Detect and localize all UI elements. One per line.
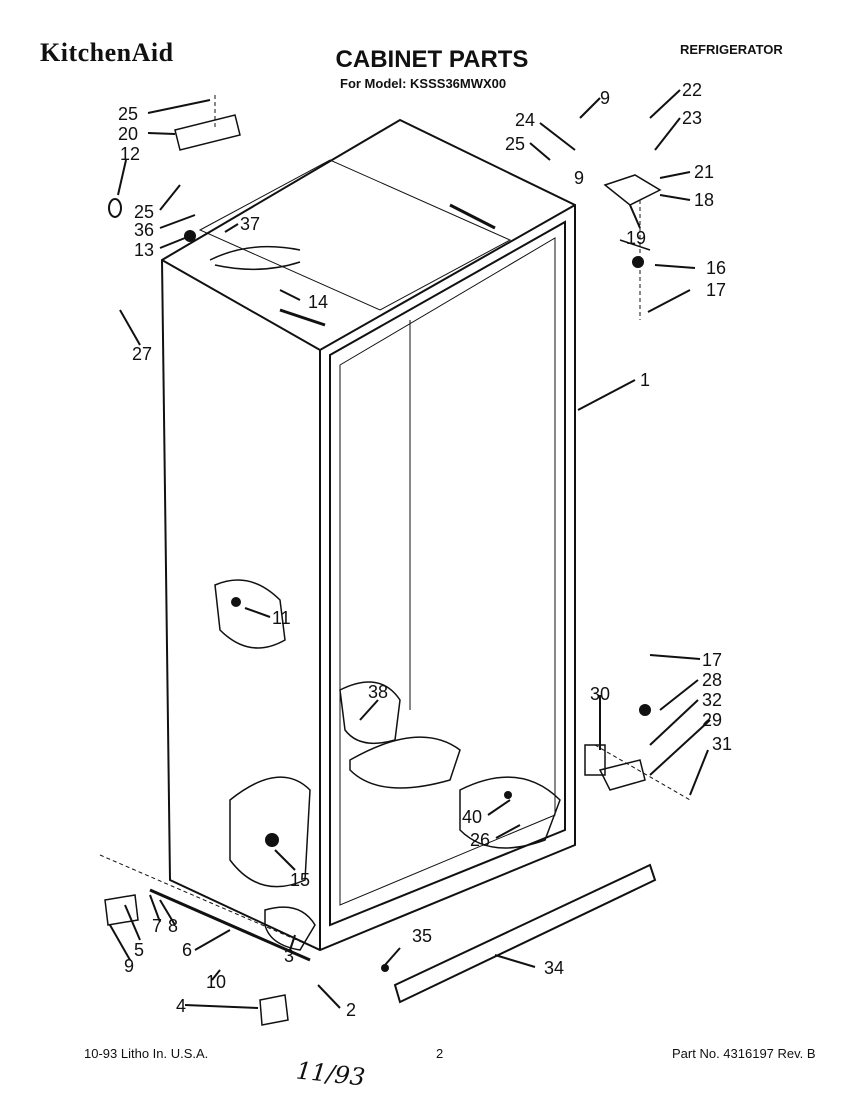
callout-label: 12 xyxy=(120,144,140,164)
callout-label: 19 xyxy=(626,228,646,248)
cabinet-outline xyxy=(160,118,576,952)
callout-label: 11 xyxy=(272,608,291,628)
callout-label: 18 xyxy=(694,190,714,210)
callout-label: 1 xyxy=(640,370,650,390)
callout-label: 16 xyxy=(706,258,726,278)
page-title: CABINET PARTS xyxy=(335,46,529,73)
callout-label: 27 xyxy=(132,344,152,364)
base-grille-part-34 xyxy=(393,863,657,1004)
callout-label: 15 xyxy=(290,870,310,890)
callout-label: 6 xyxy=(182,940,192,960)
callout-label: 2 xyxy=(346,1000,356,1020)
callout-label: 25 xyxy=(134,202,154,222)
callout-label: 36 xyxy=(134,220,154,240)
callout-label: 32 xyxy=(702,690,722,710)
callout-label: 10 xyxy=(206,972,226,992)
callout-label: 14 xyxy=(308,292,328,312)
callout-label: 3 xyxy=(284,946,294,966)
callout-label: 22 xyxy=(682,80,702,100)
callout-label: 26 xyxy=(470,830,490,850)
cabinet-top-edge xyxy=(161,204,576,352)
footer-page-number: 2 xyxy=(436,1046,444,1061)
category-label: REFRIGERATOR xyxy=(680,42,783,57)
callout-label: 28 xyxy=(702,670,722,690)
callout-label: 5 xyxy=(134,940,144,960)
callout-label: 21 xyxy=(694,162,714,182)
callout-label: 9 xyxy=(574,168,584,188)
footer-part-number: Part No. 4316197 Rev. B xyxy=(672,1046,816,1061)
callout-label: 23 xyxy=(682,108,702,128)
callout-label: 34 xyxy=(544,958,564,978)
callout-label: 13 xyxy=(134,240,154,260)
callout-label: 30 xyxy=(590,684,610,704)
brand-logo: KitchenAid xyxy=(40,38,174,67)
callout-label: 7 xyxy=(152,916,162,936)
callout-label: 9 xyxy=(124,956,134,976)
callout-label: 35 xyxy=(412,926,432,946)
callout-label: 4 xyxy=(176,996,186,1016)
callout-label: 29 xyxy=(702,710,722,730)
footer-litho: 10-93 Litho In. U.S.A. xyxy=(84,1046,209,1061)
callout-label: 37 xyxy=(240,214,260,234)
callout-label: 9 xyxy=(600,88,610,108)
callout-label: 25 xyxy=(505,134,525,154)
callout-label: 31 xyxy=(712,734,732,754)
callout-label: 24 xyxy=(515,110,535,130)
callout-label: 40 xyxy=(462,807,482,827)
cabinet-front-opening xyxy=(329,220,566,927)
callout-label: 20 xyxy=(118,124,138,144)
callout-label: 25 xyxy=(118,104,138,124)
model-line: For Model: KSSS36MWX00 xyxy=(340,76,507,91)
callout-label: 8 xyxy=(168,916,178,936)
callout-label: 17 xyxy=(706,280,726,300)
callout-label: 38 xyxy=(368,682,388,702)
callout-label: 17 xyxy=(702,650,722,670)
